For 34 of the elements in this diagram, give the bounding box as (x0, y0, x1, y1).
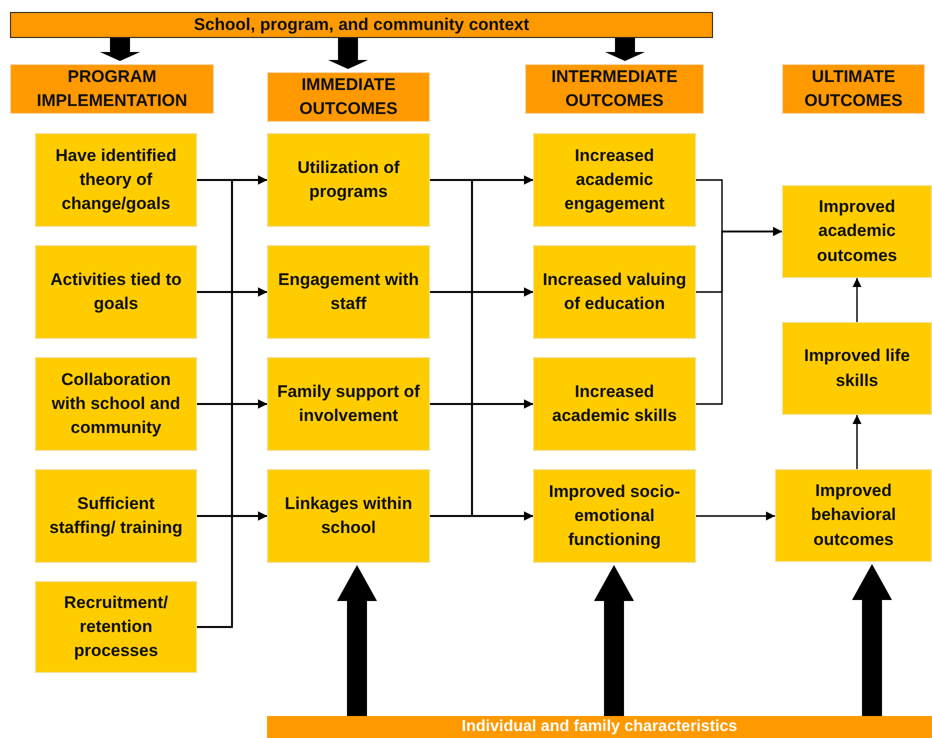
block-arrow (852, 564, 892, 716)
component-box: Have identified theory of change/goals (35, 133, 197, 227)
arrow (852, 415, 862, 469)
arrow (696, 512, 775, 520)
arrow (197, 512, 267, 628)
block-arrow (100, 38, 140, 61)
column-header: PROGRAM IMPLEMENTATION (10, 64, 214, 114)
outcome-box: Improved socio-emotional functioning (533, 469, 696, 563)
component-box: Collaboration with school and community (35, 357, 197, 451)
outcome-box: Linkages within school (267, 469, 430, 563)
component-box: Sufficient staffing/ training (35, 469, 197, 563)
arrow (696, 227, 782, 405)
outcome-box: Improved life skills (782, 322, 932, 415)
column-header: INTERMEDIATE OUTCOMES (525, 64, 704, 114)
component-box: Activities tied to goals (35, 245, 197, 339)
outcome-box: Increased academic engagement (533, 133, 696, 227)
arrow (430, 512, 533, 520)
outcome-box: Engagement with staff (267, 245, 430, 339)
block-arrow (337, 565, 377, 716)
outcome-box: Family support of involvement (267, 357, 430, 451)
characteristics-banner: Individual and family characteristics (267, 716, 932, 738)
outcome-box: Increased academic skills (533, 357, 696, 451)
block-arrow (594, 565, 634, 716)
outcome-box: Utilization of programs (267, 133, 430, 227)
context-banner: School, program, and community context (10, 12, 713, 38)
outcome-box: Improved academic outcomes (782, 185, 932, 278)
outcome-box: Increased valuing of education (533, 245, 696, 339)
arrow (852, 278, 862, 322)
component-box: Recruitment/ retention processes (35, 581, 197, 673)
block-arrow (328, 38, 368, 69)
outcome-box: Improved behavioral outcomes (775, 469, 932, 562)
block-arrow (605, 38, 645, 61)
column-header: IMMEDIATE OUTCOMES (267, 72, 430, 122)
column-header: ULTIMATE OUTCOMES (782, 64, 925, 114)
